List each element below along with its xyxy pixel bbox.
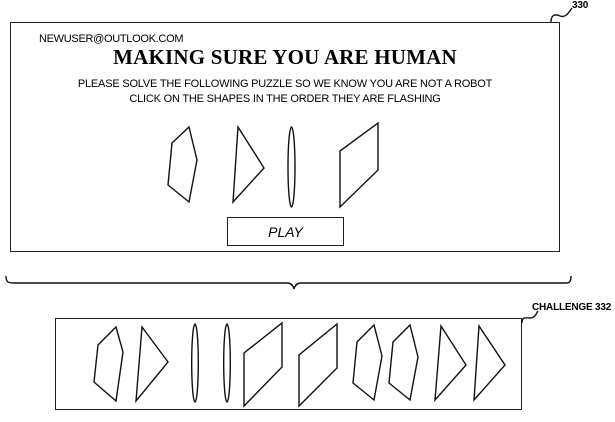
- challenge-pentagon-icon: [352, 323, 383, 402]
- shape-parallelogram[interactable]: [339, 121, 379, 209]
- grouping-brace: [5, 275, 572, 290]
- figure-ref-330: 330: [572, 0, 589, 11]
- instruction-line-1: PLEASE SOLVE THE FOLLOWING PUZZLE SO WE …: [77, 78, 493, 90]
- ellipse-icon[interactable]: [287, 126, 296, 208]
- user-email: NEWUSER@OUTLOOK.COM: [39, 33, 184, 45]
- triangle-icon[interactable]: [232, 124, 265, 204]
- instruction-line-2: CLICK ON THE SHAPES IN THE ORDER THEY AR…: [129, 93, 441, 105]
- pentagon-icon[interactable]: [167, 125, 198, 204]
- leader-line-330: [550, 7, 573, 23]
- page-title: MAKING SURE YOU ARE HUMAN: [113, 45, 457, 69]
- shape-ellipse[interactable]: [287, 126, 296, 208]
- challenge-triangle-icon: [473, 323, 506, 403]
- leader-line-332: [521, 310, 539, 324]
- shape-pentagon[interactable]: [167, 125, 198, 204]
- challenge-strip: [55, 318, 522, 410]
- challenge-triangle-icon: [135, 325, 169, 404]
- challenge-ellipse-icon: [190, 323, 199, 403]
- figure-ref-challenge-332: CHALLENGE 332: [532, 302, 612, 313]
- play-button[interactable]: PLAY: [227, 217, 344, 246]
- challenge-pentagon-icon: [93, 325, 124, 403]
- challenge-parallelogram-icon: [243, 321, 283, 408]
- challenge-triangle-icon: [434, 323, 467, 403]
- challenge-pentagon-icon: [388, 323, 419, 402]
- parallelogram-icon[interactable]: [339, 121, 379, 209]
- challenge-parallelogram-icon: [298, 322, 338, 408]
- shape-triangle[interactable]: [232, 124, 265, 204]
- challenge-ellipse-icon: [222, 323, 231, 403]
- captcha-panel: [10, 22, 560, 252]
